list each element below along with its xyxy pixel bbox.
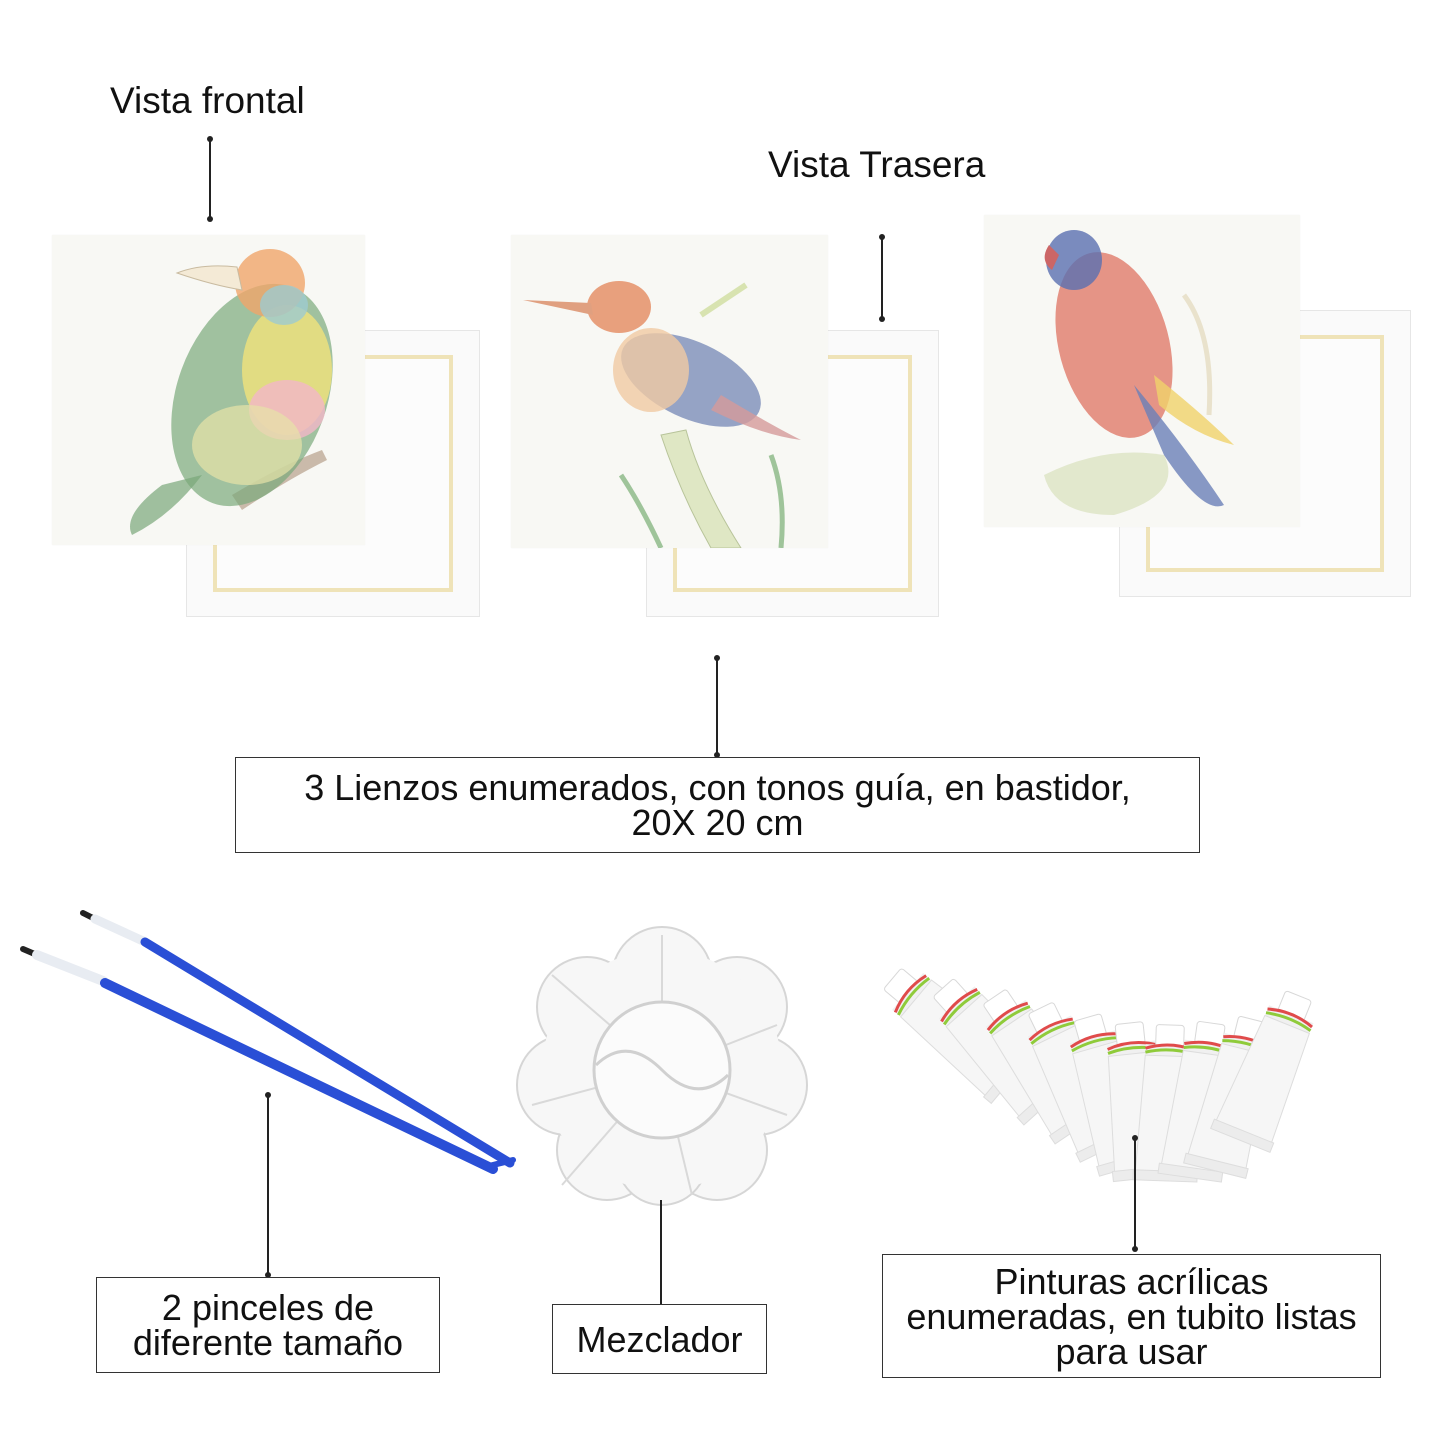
flower-palette-icon	[516, 926, 808, 1206]
brushes-pointer-line	[267, 1095, 269, 1276]
brushes-description-line2: diferente tamaño	[132, 1322, 404, 1363]
canvases-pointer-end	[714, 752, 720, 758]
paints-description-box: Pinturas acrílicas enumeradas, en tubito…	[882, 1254, 1381, 1378]
kingfisher-illustration	[523, 281, 801, 548]
front-label-pointer-line	[209, 139, 211, 219]
back-view-label: Vista Trasera	[768, 144, 986, 185]
paint-tube-icon	[870, 952, 1330, 1184]
paint-tubes-group	[830, 945, 1400, 1185]
lory-parrot-illustration	[1044, 230, 1234, 515]
back-label-pointer-line	[881, 237, 883, 319]
paints-description-line1: Pinturas acrílicas	[994, 1260, 1269, 1302]
front-view-label: Vista frontal	[110, 80, 305, 121]
paints-pointer-end	[1132, 1246, 1138, 1252]
canvases-description-box: 3 Lienzos enumerados, con tonos guía, en…	[235, 757, 1200, 853]
paintbrush-icon	[20, 910, 516, 1174]
paints-pointer-line	[1134, 1138, 1136, 1251]
paints-description-line2: enumeradas, en tubito listas	[906, 1295, 1357, 1337]
mixer-description-text: Mezclador	[576, 1318, 743, 1360]
brushes-description-line1: 2 pinceles de	[161, 1287, 375, 1328]
toucan-barbet-illustration	[130, 249, 333, 535]
paints-description-line3: para usar	[1055, 1330, 1208, 1372]
mixer-pointer-line	[660, 1200, 662, 1304]
front-label-pointer-end	[207, 216, 213, 222]
canvases-pointer-line	[716, 658, 718, 756]
mixer-description-box: Mezclador	[552, 1304, 767, 1374]
canvases-description-line1: 3 Lienzos enumerados, con tonos guía, en…	[304, 767, 1131, 808]
canvas-front-1	[52, 235, 365, 545]
back-label-pointer-end	[879, 316, 885, 322]
brushes-pointer-end	[265, 1272, 271, 1278]
canvas-front-2	[511, 235, 828, 548]
canvases-description-line2: 20X 20 cm	[631, 802, 804, 843]
canvas-front-3	[984, 215, 1300, 527]
brushes-description-box: 2 pinceles de diferente tamaño	[96, 1277, 440, 1373]
